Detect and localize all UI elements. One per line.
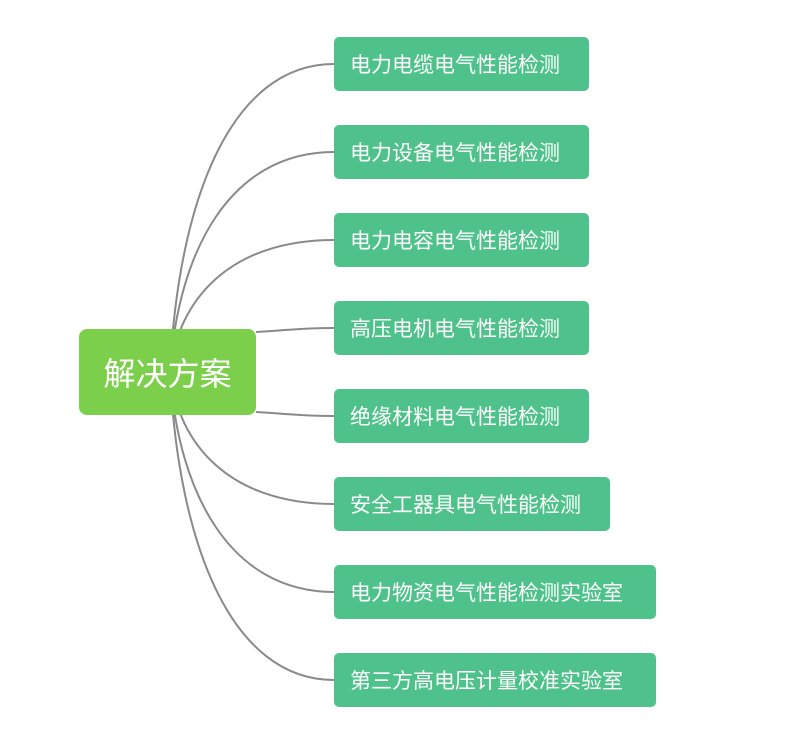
child-node-power-equipment[interactable]: 电力设备电气性能检测 xyxy=(334,125,589,179)
connector-line-3 xyxy=(255,327,335,333)
child-node-power-capacitor[interactable]: 电力电容电气性能检测 xyxy=(334,213,589,267)
connector-line-7 xyxy=(169,371,335,681)
child-node-third-party-lab[interactable]: 第三方高电压计量校准实验室 xyxy=(334,653,656,707)
connector-line-6 xyxy=(169,371,335,593)
connector-line-4 xyxy=(255,411,335,417)
child-node-safety-tools[interactable]: 安全工器具电气性能检测 xyxy=(334,477,610,531)
child-node-power-cable[interactable]: 电力电缆电气性能检测 xyxy=(334,37,589,91)
child-node-insulation[interactable]: 绝缘材料电气性能检测 xyxy=(334,389,589,443)
child-node-materials-lab[interactable]: 电力物资电气性能检测实验室 xyxy=(334,565,656,619)
connector-line-0 xyxy=(169,63,335,373)
root-node[interactable]: 解决方案 xyxy=(79,329,256,415)
connector-line-1 xyxy=(169,151,335,373)
child-node-hv-motor[interactable]: 高压电机电气性能检测 xyxy=(334,301,589,355)
